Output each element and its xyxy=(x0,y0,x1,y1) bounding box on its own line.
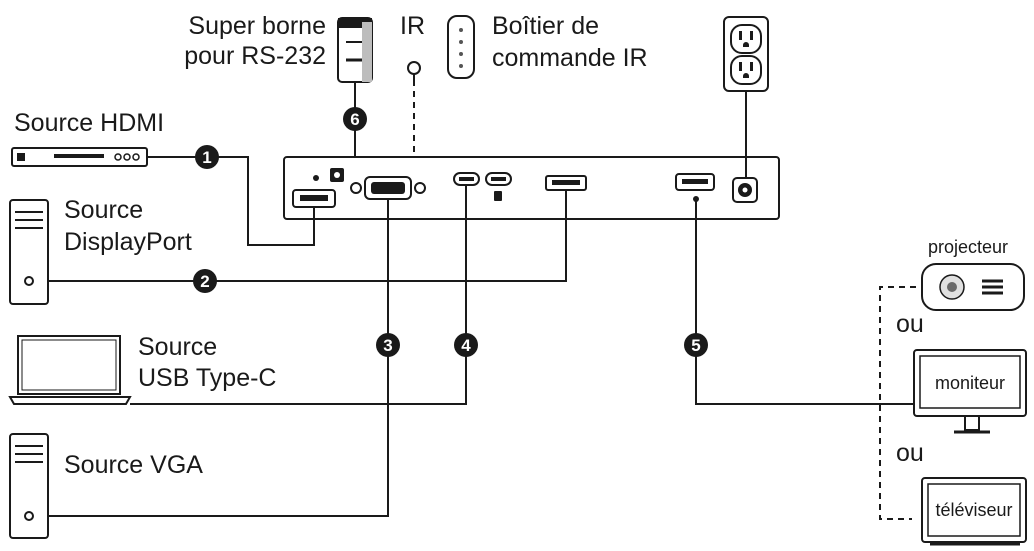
rs232-port-pin xyxy=(334,172,340,178)
svg-text:5: 5 xyxy=(691,336,700,355)
dp-source-label-line2: DisplayPort xyxy=(64,228,192,256)
vga-screw-right xyxy=(414,182,426,194)
rs232-label-line2: pour RS-232 xyxy=(184,42,326,70)
svg-text:3: 3 xyxy=(383,336,392,355)
vga-source-label: Source VGA xyxy=(64,451,203,479)
desktop-tower-icon xyxy=(9,433,49,539)
dp-source-label-line1: Source xyxy=(64,196,143,224)
ir-remote-icon xyxy=(447,15,475,79)
ir-box-label-line2: commande IR xyxy=(492,44,648,72)
badge-1: 1 xyxy=(195,145,219,169)
laptop-icon xyxy=(8,335,132,405)
rs232-terminal-icon xyxy=(337,17,373,83)
main-device-rear-panel xyxy=(283,156,780,220)
cable-hdmi-out xyxy=(695,200,914,405)
monitor-label: moniteur xyxy=(935,373,1005,393)
monitor-icon xyxy=(913,349,1027,434)
projector-icon xyxy=(921,263,1025,311)
rs232-label-line1: Super borne xyxy=(188,12,326,40)
tv-label: téléviseur xyxy=(935,500,1012,520)
ir-box-label-line1: Boîtier de xyxy=(492,12,599,40)
svg-text:1: 1 xyxy=(202,148,211,167)
or-label-1: ou xyxy=(896,310,924,338)
usbc-source-label-line2: USB Type-C xyxy=(138,364,276,392)
hdmi-player-icon xyxy=(11,147,148,167)
ir-label: IR xyxy=(400,12,425,40)
badge-6: 6 xyxy=(343,107,367,131)
power-outlet-icon xyxy=(723,16,769,92)
svg-text:6: 6 xyxy=(350,110,359,129)
television-icon xyxy=(921,477,1027,546)
hdmi-source-label: Source HDMI xyxy=(14,109,164,137)
usb-power-symbol-icon xyxy=(494,191,502,201)
usbc-source-label-line1: Source xyxy=(138,333,217,361)
or-label-2: ou xyxy=(896,439,924,467)
badge-4: 4 xyxy=(454,333,478,357)
desktop-tower-icon xyxy=(9,199,49,305)
vga-screw-left xyxy=(350,182,362,194)
ir-sensor-icon xyxy=(407,61,421,80)
vga-port-inner xyxy=(371,182,405,194)
status-led-icon xyxy=(313,175,319,181)
hdmi-out-dot xyxy=(693,196,699,202)
badge-2: 2 xyxy=(193,269,217,293)
cable-vga xyxy=(48,199,389,517)
cable-usbc xyxy=(130,185,467,405)
hdmi-port-inner xyxy=(300,195,328,201)
cable-displayport xyxy=(48,190,567,282)
svg-text:2: 2 xyxy=(200,272,209,291)
projector-label: projecteur xyxy=(928,237,1008,257)
badge-5: 5 xyxy=(684,333,708,357)
badge-3: 3 xyxy=(376,333,400,357)
svg-text:4: 4 xyxy=(461,336,471,355)
